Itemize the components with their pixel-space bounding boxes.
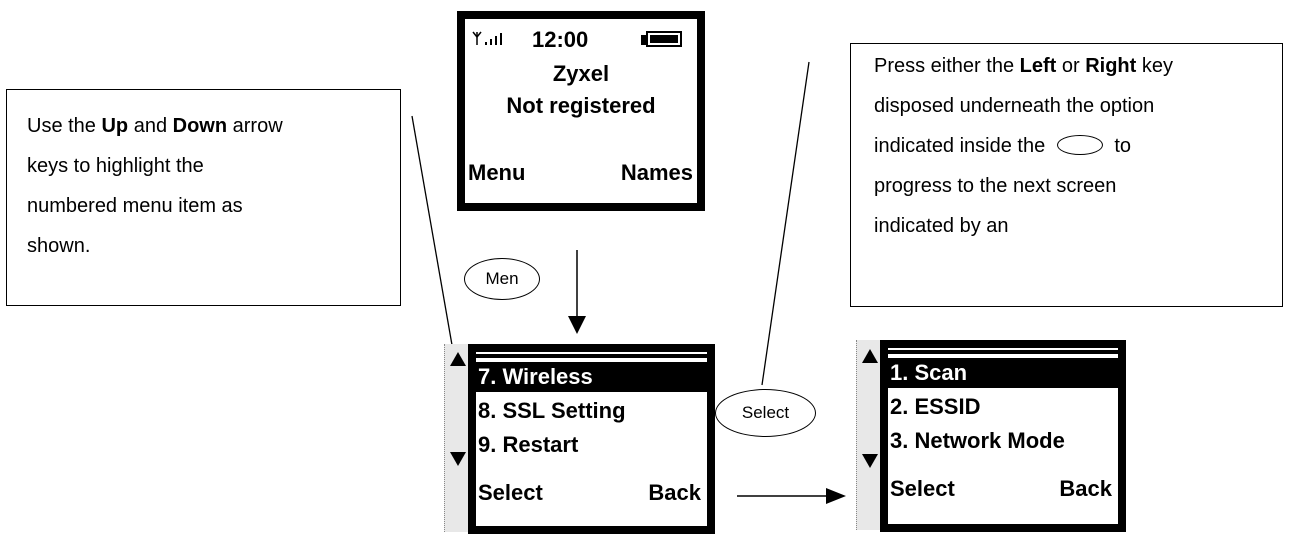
- scroll-up-icon[interactable]: [862, 349, 878, 363]
- left-callout: Use the Up and Down arrow keys to highli…: [6, 89, 401, 306]
- battery-icon: [641, 31, 687, 51]
- right-callout-line2: disposed underneath the option: [874, 95, 1155, 117]
- up-key-label: Up: [101, 115, 129, 137]
- back-softkey[interactable]: Back: [648, 480, 701, 505]
- left-key-label: Left: [1019, 55, 1057, 77]
- menu-scrollbar[interactable]: [444, 344, 471, 532]
- oval-symbol: [1056, 134, 1103, 155]
- registration-status: Not registered: [506, 93, 656, 118]
- menu-item-ssl-setting[interactable]: 8. SSL Setting: [478, 398, 626, 423]
- left-callout-line1: Use the Up and Down arrow: [27, 115, 283, 137]
- menu-item-essid[interactable]: 2. ESSID: [890, 394, 981, 419]
- scroll-up-icon[interactable]: [450, 352, 466, 366]
- select-softkey[interactable]: Select: [890, 476, 955, 501]
- menu-item-wireless[interactable]: 7. Wireless: [476, 362, 707, 392]
- wireless-screen: 1. Scan 2. ESSID 3. Network Mode Select …: [880, 340, 1126, 532]
- left-callout-line2: keys to highlight the: [27, 155, 204, 177]
- back-softkey[interactable]: Back: [1059, 476, 1112, 501]
- select-oval: Select: [715, 389, 816, 437]
- select-softkey[interactable]: Select: [478, 480, 543, 505]
- right-arrow-head: [826, 488, 846, 504]
- left-callout-line4: shown.: [27, 235, 91, 257]
- right-callout-pointer: [761, 61, 810, 386]
- menu-screen: 7. Wireless 8. SSL Setting 9. Restart Se…: [468, 344, 715, 534]
- left-callout-line3: numbered menu item as: [27, 195, 243, 217]
- brand-name: Zyxel: [552, 61, 610, 86]
- signal-icon: [472, 29, 512, 49]
- menu-softkey[interactable]: Menu: [468, 160, 526, 185]
- down-key-label: Down: [172, 115, 228, 137]
- menu-item-restart[interactable]: 9. Restart: [478, 432, 579, 457]
- right-callout-line1: Press either the Left or Right key: [874, 55, 1173, 77]
- names-softkey[interactable]: Names: [620, 160, 693, 185]
- top-rule: [476, 354, 707, 358]
- down-arrow-head: [568, 316, 586, 334]
- top-rule: [888, 350, 1118, 354]
- wireless-scrollbar[interactable]: [856, 340, 883, 530]
- right-callout-line3: indicated inside the to: [874, 134, 1132, 157]
- menu-item-network-mode[interactable]: 3. Network Mode: [890, 428, 1065, 453]
- idle-screen: 12:00 Zyxel Not registered Menu Names: [457, 11, 705, 211]
- menu-oval: Men: [464, 258, 540, 300]
- scroll-down-icon[interactable]: [862, 454, 878, 468]
- right-callout-line5: indicated by an: [874, 215, 1009, 237]
- menu-item-scan[interactable]: 1. Scan: [888, 358, 1118, 388]
- right-callout: Press either the Left or Right key dispo…: [850, 43, 1283, 307]
- clock-time: 12:00: [532, 27, 589, 52]
- scroll-down-icon[interactable]: [450, 452, 466, 466]
- left-callout-pointer: [411, 115, 453, 346]
- right-key-label: Right: [1085, 55, 1137, 77]
- right-callout-line4: progress to the next screen: [874, 175, 1117, 197]
